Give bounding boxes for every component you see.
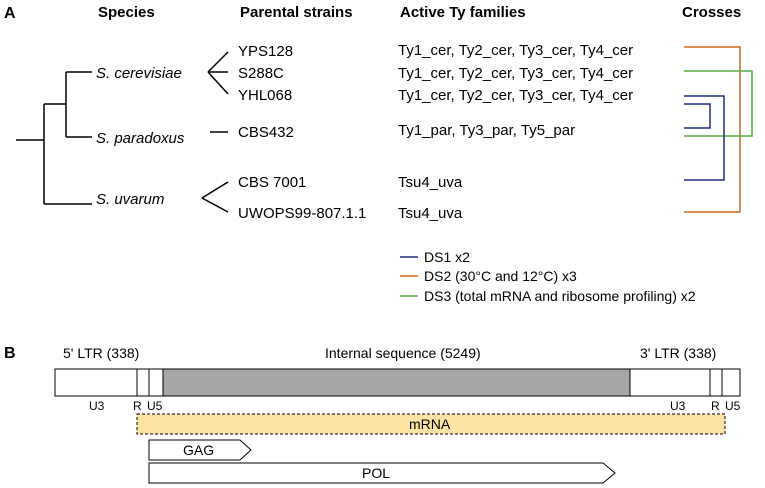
ltr3-r-segment xyxy=(709,368,723,397)
species-cerevisiae: S. cerevisiae xyxy=(96,65,182,82)
ty-families-cbs432: Ty1_par, Ty3_par, Ty5_par xyxy=(398,122,575,139)
strain-cbs7001: CBS 7001 xyxy=(238,174,306,191)
ltr5-u3-label: U3 xyxy=(89,399,105,413)
ltr3-u5-label: U5 xyxy=(725,399,741,413)
strain-cbs432: CBS432 xyxy=(238,124,294,141)
ltr5-label: 5' LTR (338) xyxy=(63,345,139,361)
pol-orf-arrow xyxy=(148,462,616,484)
internal-sequence-segment xyxy=(162,368,631,397)
strain-uwops99: UWOPS99-807.1.1 xyxy=(238,205,366,222)
ty-element-map xyxy=(54,368,741,397)
header-active-ty-families: Active Ty families xyxy=(400,4,526,21)
ty-families-cbs7001: Tsu4_uva xyxy=(398,174,463,191)
header-crosses: Crosses xyxy=(682,4,741,21)
mrna-transcript xyxy=(136,413,726,435)
ltr5-r-label: R xyxy=(133,399,142,413)
panel-b-label: B xyxy=(4,345,16,362)
ltr3-label: 3' LTR (338) xyxy=(640,345,716,361)
legend-label-ds1: DS1 x2 xyxy=(424,249,470,265)
crosses-brackets xyxy=(684,46,753,213)
ltr5-r-segment xyxy=(136,368,150,397)
cross-ds1-bracket-outer xyxy=(684,95,725,181)
pol-label: POL xyxy=(362,465,390,481)
cross-ds2-bracket xyxy=(684,46,741,213)
species-uvarum: S. uvarum xyxy=(96,191,164,208)
cross-ds3-bracket xyxy=(684,70,753,137)
internal-sequence-label: Internal sequence (5249) xyxy=(325,345,481,361)
gag-orf-arrow xyxy=(148,439,252,461)
connector-uwops xyxy=(201,197,229,213)
panel-a-label: A xyxy=(4,5,16,22)
connector-yhl068 xyxy=(207,71,229,95)
strain-yps128: YPS128 xyxy=(238,43,293,60)
connector-yps128 xyxy=(207,51,229,73)
ltr5-u3-segment xyxy=(54,368,138,397)
ty-families-yhl068: Ty1_cer, Ty2_cer, Ty3_cer, Ty4_cer xyxy=(398,87,633,104)
strain-connectors xyxy=(201,51,229,213)
ltr3-r-label: R xyxy=(711,399,720,413)
cross-ds1-bracket-inner xyxy=(684,103,711,129)
strain-s288c: S288C xyxy=(238,65,284,82)
ty-families-uwops99: Tsu4_uva xyxy=(398,205,463,222)
header-parental-strains: Parental strains xyxy=(240,4,353,21)
ltr5-u5-label: U5 xyxy=(147,399,163,413)
species-paradoxus: S. paradoxus xyxy=(96,130,185,147)
legend-label-ds2: DS2 (30°C and 12°C) x3 xyxy=(424,268,577,284)
mrna-label: mRNA xyxy=(409,416,451,432)
ltr5-u5-segment xyxy=(148,368,164,397)
connector-cbs7001 xyxy=(201,181,229,199)
ty-families-s288c: Ty1_cer, Ty2_cer, Ty3_cer, Ty4_cer xyxy=(398,65,633,82)
strain-yhl068: YHL068 xyxy=(238,87,292,104)
gag-label: GAG xyxy=(183,442,214,458)
legend-label-ds3: DS3 (total mRNA and ribosome profiling) … xyxy=(424,288,696,304)
header-species: Species xyxy=(98,4,155,21)
ltr3-u5-segment xyxy=(721,368,741,397)
ltr3-u3-segment xyxy=(629,368,711,397)
ty-families-yps128: Ty1_cer, Ty2_cer, Ty3_cer, Ty4_cer xyxy=(398,42,633,59)
phylogenetic-tree xyxy=(16,71,92,205)
ltr3-u3-label: U3 xyxy=(670,399,686,413)
crosses-legend: DS1 x2 DS2 (30°C and 12°C) x3 DS3 (total… xyxy=(400,249,696,304)
